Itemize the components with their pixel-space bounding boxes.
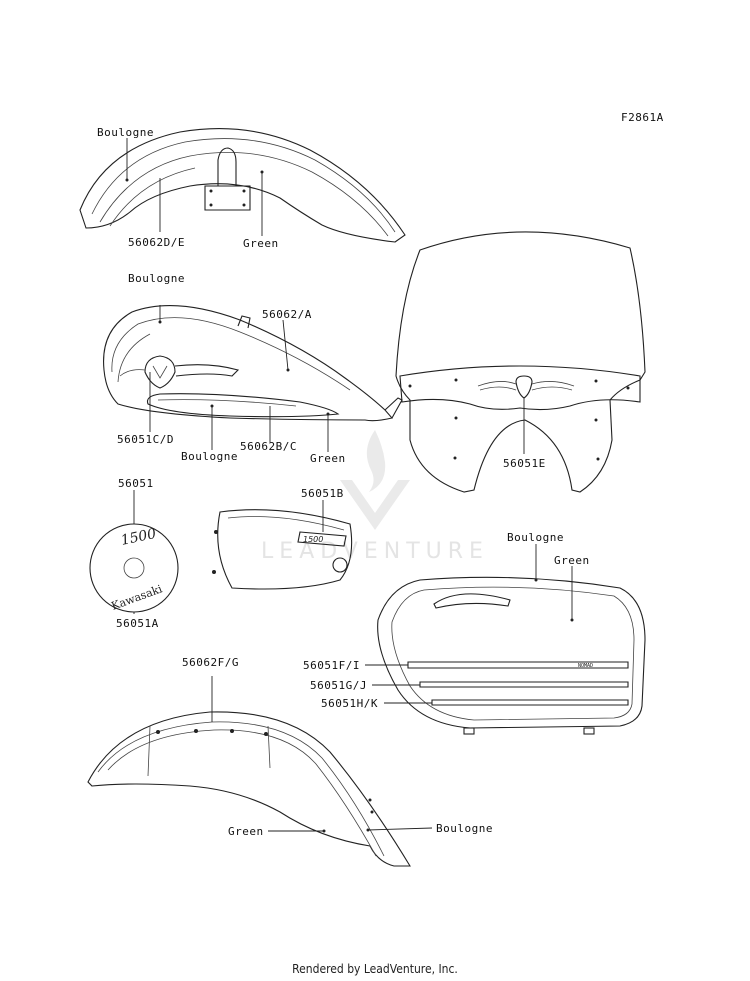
watermark-logo-icon bbox=[340, 430, 410, 530]
footer-credit: Rendered by LeadVenture, Inc. bbox=[292, 962, 458, 976]
front-fender bbox=[79, 128, 406, 243]
badge-part-top-label: 56051 bbox=[118, 477, 154, 490]
saddlebag: NOMAD bbox=[365, 544, 646, 735]
rear-fender bbox=[87, 676, 433, 867]
tank-color-bottom-label: Boulogne bbox=[181, 450, 238, 463]
rear-fender-color-label: Boulogne bbox=[436, 822, 493, 835]
saddlebag-stripe-1-label: 56051F/I bbox=[303, 659, 360, 672]
windshield bbox=[395, 231, 646, 493]
tank-part-bottom-label: 56062B/C bbox=[240, 440, 297, 453]
front-fender-part-label: 56062D/E bbox=[128, 236, 185, 249]
tank-emblem-part-label: 56051C/D bbox=[117, 433, 174, 446]
badge-number-decal: 1500 bbox=[120, 526, 158, 549]
saddlebag-stripe-decal: NOMAD bbox=[578, 663, 593, 669]
windshield-part-label: 56051E bbox=[503, 457, 546, 470]
tank-color-top-label: Boulogne bbox=[128, 272, 185, 285]
side-cover: 1500 bbox=[212, 500, 353, 590]
saddlebag-color-label: Boulogne bbox=[507, 531, 564, 544]
saddlebag-stripe-3-label: 56051H/K bbox=[321, 697, 378, 710]
tank-part-top-label: 56062/A bbox=[262, 308, 312, 321]
figure-code: F2861A bbox=[621, 111, 664, 124]
side-cover-decal: 1500 bbox=[303, 535, 323, 544]
saddlebag-green-label: Green bbox=[554, 554, 590, 567]
fuel-tank bbox=[103, 305, 403, 452]
front-fender-green-label: Green bbox=[243, 237, 279, 250]
watermark-text: LEADVENTURE bbox=[261, 539, 489, 564]
rear-fender-part-label: 56062F/G bbox=[182, 656, 239, 669]
tank-green-label: Green bbox=[310, 452, 346, 465]
saddlebag-stripe-2-label: 56051G/J bbox=[310, 679, 367, 692]
front-fender-color-label: Boulogne bbox=[97, 126, 154, 139]
rear-fender-green-label: Green bbox=[228, 825, 264, 838]
round-badge: 1500 Kawasaki bbox=[89, 490, 179, 614]
badge-part-bottom-label: 56051A bbox=[116, 617, 159, 630]
side-cover-part-label: 56051B bbox=[301, 487, 344, 500]
badge-brand-decal: Kawasaki bbox=[110, 582, 165, 613]
